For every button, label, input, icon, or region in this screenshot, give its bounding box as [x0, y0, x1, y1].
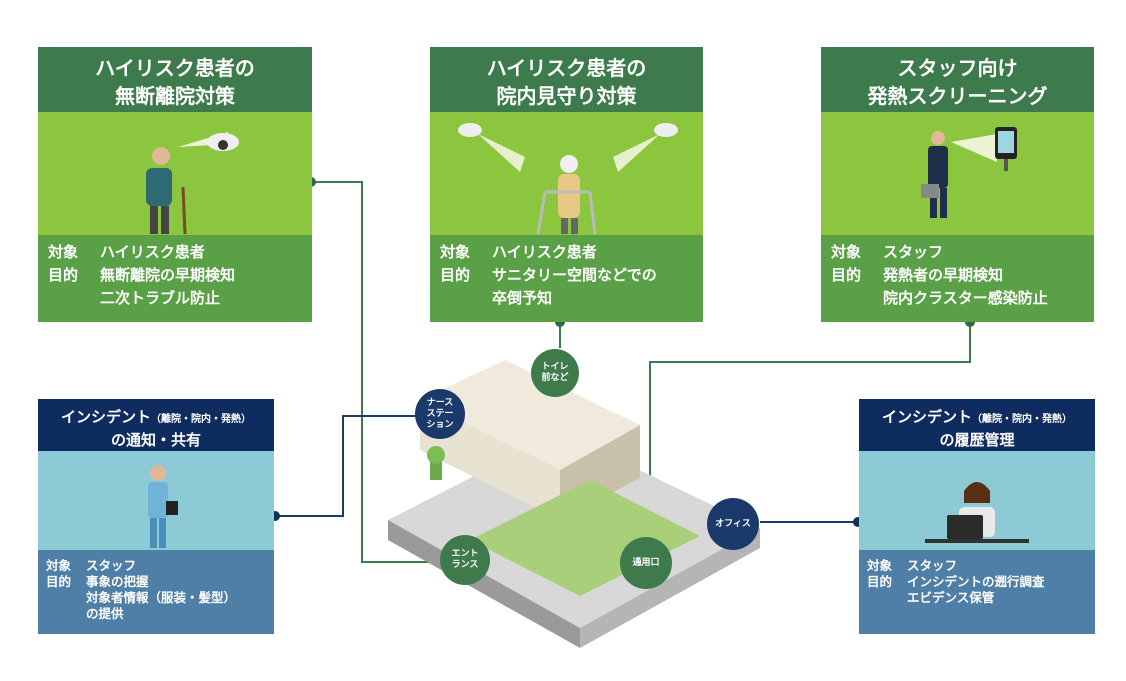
bubble-office: オフィス [707, 498, 759, 550]
staff-nurse-icon [148, 465, 178, 548]
value-purpose: 無断離院の早期検知 二次トラブル防止 [100, 266, 236, 307]
title-line2: の履歴管理 [939, 431, 1015, 449]
card-details: 対象 ハイリスク患者 目的 無断離院の早期検知 二次トラブル防止 [38, 235, 312, 322]
line-card1 [311, 181, 455, 563]
card-details: 対象スタッフ 目的事象の把握 対象者情報（服装・髪型） の提供 [38, 550, 274, 634]
line-card4 [275, 415, 420, 517]
value-purpose: 発熱者の早期検知 院内クラスター感染防止 [883, 266, 1048, 307]
label-target: 対象 [46, 558, 72, 573]
card-title: ハイリスク患者の 無断離院対策 [38, 47, 312, 112]
illustration [38, 451, 274, 550]
title-small: （離院・院内・発熱） [972, 414, 1072, 425]
value-target: スタッフ [907, 558, 958, 573]
bubble-staff-door: 通用口 [620, 537, 672, 589]
staff-thermal-camera-icon [921, 127, 1017, 218]
card-wandering-prevention: ハイリスク患者の 無断離院対策 対象 ハイリスク患者 目的 無断離院の早期検知 二次… [38, 47, 312, 322]
label-target: 対象 [440, 243, 471, 261]
card-fever-screening: スタッフ向け 発熱スクリーニング 対象 スタッフ 目的 発熱者の早期検知 院内クラス… [821, 47, 1094, 322]
line-card3 [649, 322, 971, 543]
value-target: スタッフ [883, 243, 944, 261]
bubble-nurse-station: ナース ステー ション [415, 389, 465, 439]
label-purpose: 目的 [440, 266, 471, 284]
elderly-with-cane-icon [146, 132, 239, 235]
value-purpose: 事象の把握 対象者情報（服装・髪型） の提供 [86, 574, 237, 621]
title-main: インシデント [60, 408, 151, 426]
label-purpose: 目的 [46, 574, 72, 589]
illustration [430, 112, 703, 235]
illustration [821, 112, 1094, 235]
value-target: ハイリスク患者 [492, 243, 597, 261]
bubble-toilet: トイレ 前など [531, 349, 579, 397]
bubble-entrance: エント ランス [440, 535, 490, 585]
elderly-with-walker-icon [458, 123, 678, 235]
card-title: インシデント（離院・院内・発熱） の履歴管理 [859, 399, 1095, 451]
illustration [859, 451, 1095, 550]
title-main: インシデント [881, 408, 972, 426]
card-details: 対象スタッフ 目的インシデントの遡行調査 エビデンス保管 [859, 550, 1095, 634]
card-details: 対象 ハイリスク患者 目的 サニタリー空間などでの 卒倒予知 [430, 235, 703, 322]
label-target: 対象 [831, 243, 862, 261]
label-purpose: 目的 [867, 574, 893, 589]
card-incident-notification: インシデント（離院・院内・発熱） の通知・共有 対象スタッフ 目的事象の把握 対… [38, 399, 274, 634]
card-title: ハイリスク患者の 院内見守り対策 [430, 47, 703, 112]
value-target: ハイリスク患者 [100, 243, 205, 261]
card-details: 対象 スタッフ 目的 発熱者の早期検知 院内クラスター感染防止 [821, 235, 1094, 322]
card-title: スタッフ向け 発熱スクリーニング [821, 47, 1094, 112]
label-target: 対象 [48, 243, 79, 261]
label-purpose: 目的 [48, 266, 79, 284]
office-worker-laptop-icon [925, 482, 1029, 543]
card-title: インシデント（離院・院内・発熱） の通知・共有 [38, 399, 274, 451]
label-purpose: 目的 [831, 266, 862, 284]
value-purpose: インシデントの遡行調査 エビデンス保管 [907, 574, 1045, 605]
card-incident-history: インシデント（離院・院内・発熱） の履歴管理 対象スタッフ 目的インシデントの遡… [859, 399, 1095, 634]
value-purpose: サニタリー空間などでの 卒倒予知 [492, 266, 657, 307]
value-target: スタッフ [86, 558, 137, 573]
illustration [38, 112, 312, 235]
title-small: （離院・院内・発熱） [151, 414, 251, 425]
label-target: 対象 [867, 558, 893, 573]
title-line2: の通知・共有 [110, 431, 201, 449]
card-in-hospital-monitoring: ハイリスク患者の 院内見守り対策 対象 ハイリスク患者 目的 サニタリー空間などでの… [430, 47, 703, 322]
